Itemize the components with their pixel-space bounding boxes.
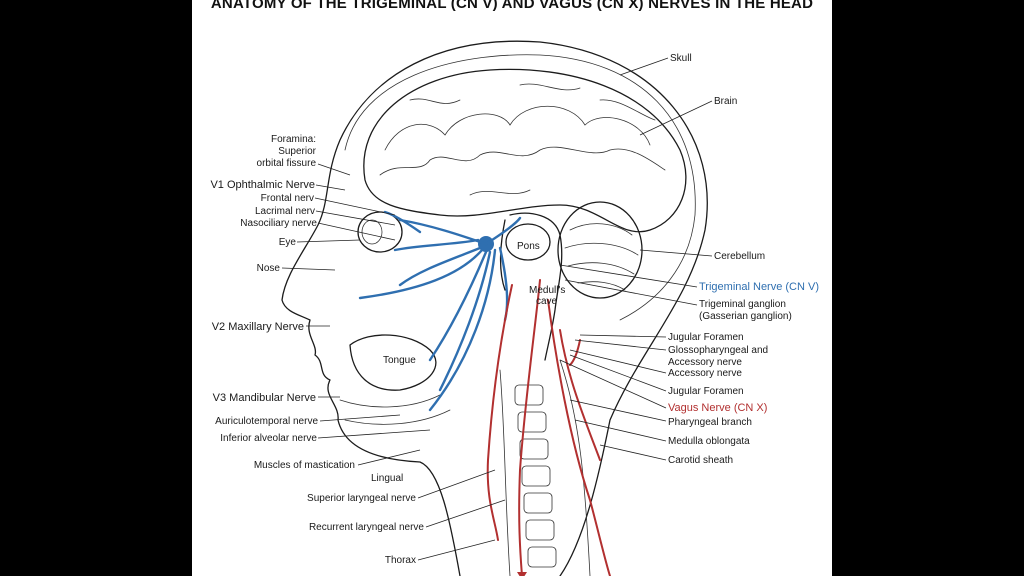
- labels-inner: Pons Medull's cave Tongue Lingual: [371, 241, 565, 484]
- label-lingual: Lingual: [371, 473, 403, 484]
- label-accessory-nerve: Accessory nerve: [668, 368, 742, 379]
- label-glosso-accessory: Accessory nerve: [668, 357, 742, 368]
- label-medull: Medull's: [529, 285, 565, 296]
- label-v2-maxillary: V2 Maxillary Nerve: [212, 321, 304, 333]
- label-skull: Skull: [670, 53, 692, 64]
- label-carotid-sheath: Carotid sheath: [668, 455, 733, 466]
- label-trigeminal-nerve: Trigeminal Nerve (CN V): [699, 281, 819, 293]
- label-pons: Pons: [517, 241, 540, 252]
- label-v1-ophthalmic: V1 Ophthalmic Nerve: [210, 179, 315, 191]
- label-v3-mandibular: V3 Mandibular Nerve: [213, 392, 316, 404]
- brain: [363, 68, 687, 233]
- diagram-title: ANATOMY OF THE TRIGEMINAL (CN V) AND VAG…: [211, 0, 813, 12]
- label-superior-laryngeal-nerve: Superior laryngeal nerve: [307, 493, 416, 504]
- label-brain: Brain: [714, 96, 737, 107]
- diagram-panel: ANATOMY OF THE TRIGEMINAL (CN V) AND VAG…: [192, 0, 832, 576]
- label-lacrimal-nerve: Lacrimal nerv: [255, 206, 315, 217]
- label-auriculotemporal-nerve: Auriculotemporal nerve: [215, 416, 318, 427]
- label-nose: Nose: [257, 263, 281, 274]
- label-trigeminal-ganglion: Trigeminal ganglion: [699, 299, 786, 310]
- spine: [499, 359, 591, 576]
- label-frontal-nerve: Frontal nerv: [261, 193, 314, 204]
- anatomy-diagram: ANATOMY OF THE TRIGEMINAL (CN V) AND VAG…: [210, 0, 819, 576]
- label-cave: cave: [536, 296, 558, 307]
- label-nasociliary-nerve: Nasociliary nerve: [240, 218, 317, 229]
- leader-lines-left: [281, 163, 506, 561]
- label-pharyngeal-branch: Pharyngeal branch: [668, 417, 752, 428]
- brainstem: [499, 212, 563, 361]
- label-thorax: Thorax: [385, 555, 416, 566]
- label-jugular-foramen-1: Jugular Foramen: [668, 332, 744, 343]
- label-jugular-foramen-2: Jugular Foramen: [668, 386, 744, 397]
- leader-lines-right: [559, 57, 713, 461]
- label-tongue: Tongue: [383, 355, 416, 366]
- label-vagus-nerve: Vagus Nerve (CN X): [668, 402, 767, 414]
- label-foramina: Foramina:: [271, 134, 316, 145]
- label-glossopharyngeal: Glossopharyngeal and: [668, 345, 768, 356]
- label-medulla-oblongata: Medulla oblongata: [668, 436, 750, 447]
- labels-left: Foramina: Superior orbital fissure V1 Op…: [210, 134, 424, 566]
- label-orbital-fissure: orbital fissure: [257, 158, 317, 169]
- label-muscles-of-mastication: Muscles of mastication: [254, 460, 355, 471]
- label-inferior-alveolar-nerve: Inferior alveolar nerve: [220, 433, 317, 444]
- label-superior: Superior: [278, 146, 316, 157]
- trigeminal-nerve-paths: [358, 210, 522, 412]
- label-recurrent-laryngeal-nerve: Recurrent laryngeal nerve: [309, 522, 424, 533]
- label-eye: Eye: [279, 237, 297, 248]
- label-cerebellum: Cerebellum: [714, 251, 765, 262]
- label-gasserian-ganglion: (Gasserian ganglion): [699, 311, 792, 322]
- eye: [357, 211, 403, 253]
- labels-right: Skull Brain Cerebellum Trigeminal Nerve …: [668, 53, 819, 466]
- oral-cavity: [339, 334, 451, 425]
- vagus-nerve-paths: [486, 279, 611, 576]
